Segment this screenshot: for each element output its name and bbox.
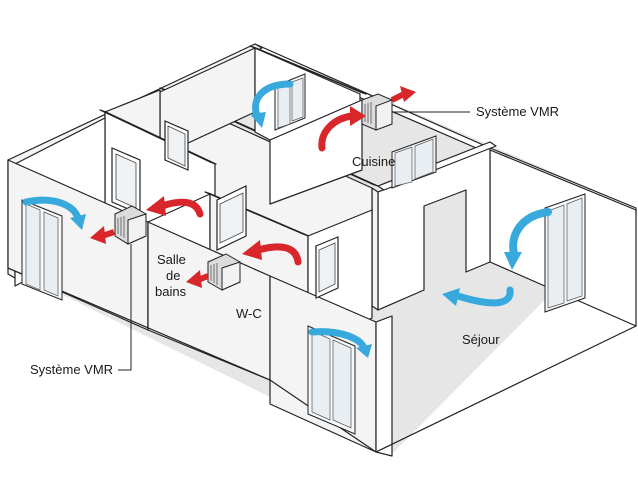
- exhaust-arrow-wc-in: [242, 240, 302, 266]
- label-vmr-left: Système VMR: [30, 362, 113, 377]
- label-wc: W-C: [236, 306, 262, 321]
- bedroom-kitchen-wall-top: [249, 45, 367, 95]
- kitchen-partition-wall: [377, 147, 491, 311]
- label-de: de: [166, 268, 180, 283]
- intake-arrow-bedroom: [250, 80, 294, 128]
- leader-vmr-left: [118, 244, 132, 371]
- window-sejour-right: [544, 193, 586, 313]
- exhaust-arrow-kitchen-in: [318, 106, 366, 152]
- window-left-room: [21, 199, 63, 301]
- vmr-unit-left: [114, 205, 147, 245]
- label-sejour: Séjour: [462, 332, 500, 347]
- exhaust-arrow-left-out: [90, 226, 115, 244]
- door-wc: [315, 236, 339, 299]
- door-left-room: [111, 147, 141, 215]
- window-kitchen: [391, 135, 437, 189]
- label-bains: bains: [155, 284, 187, 299]
- kitchen-partition-end: [371, 187, 379, 311]
- exhaust-arrow-kitchen-out: [390, 86, 416, 103]
- door-bedroom: [164, 120, 189, 171]
- vmr-unit-kitchen: [361, 93, 393, 131]
- exhaust-arrow-bath-in: [146, 196, 204, 218]
- window-sejour-front: [307, 325, 356, 435]
- exhaust-arrow-bath-out: [186, 270, 210, 288]
- intake-arrow-sejour-floor: [442, 286, 514, 307]
- label-salle: Salle: [157, 252, 186, 267]
- intake-arrow-sejour-front: [308, 328, 372, 358]
- vmr-unit-bath: [207, 253, 241, 291]
- window-bedroom: [274, 73, 306, 131]
- front-right-wall: [375, 315, 393, 457]
- label-vmr-top: Système VMR: [476, 104, 559, 119]
- intake-arrow-sejour-right: [504, 208, 552, 270]
- door-bath: [216, 185, 247, 251]
- bedroom-front-wall: [269, 99, 363, 205]
- label-cuisine: Cuisine: [352, 154, 395, 169]
- intake-arrow-left-room: [22, 196, 86, 230]
